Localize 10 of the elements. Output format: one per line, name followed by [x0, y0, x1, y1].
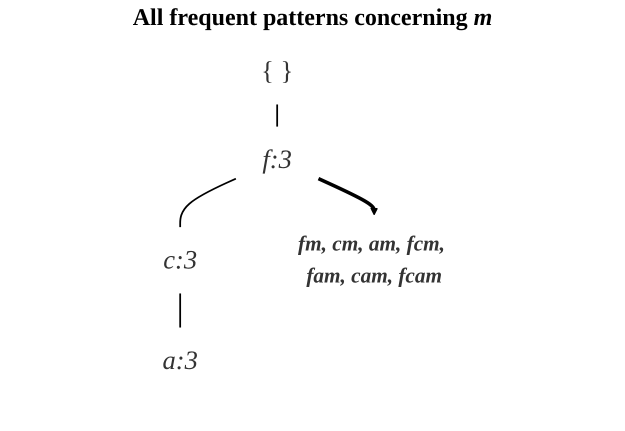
node-text: { }: [261, 56, 294, 86]
connector: [179, 178, 236, 228]
connector: [276, 104, 278, 127]
node-text: f:3: [262, 145, 292, 175]
connector: [179, 294, 181, 328]
arrow: [318, 177, 378, 216]
node-text: c:3: [163, 246, 198, 276]
node-text: fm, cm, am, fcm, fam, cam, fcam: [298, 233, 445, 288]
title: All frequent patterns concerning m: [132, 6, 494, 32]
node-text: a:3: [162, 346, 198, 376]
